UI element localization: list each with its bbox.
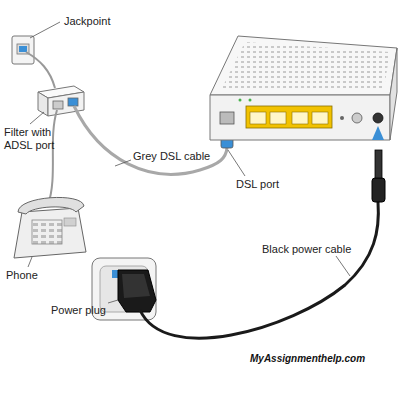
part-label: Jackpoint <box>64 15 110 28</box>
cable-label: Black power cable <box>262 243 351 256</box>
part-label: Filter with ADSL port <box>4 126 66 152</box>
phone-cable <box>48 110 57 205</box>
power-connector <box>372 178 385 202</box>
part-label: DSL port <box>236 178 279 191</box>
dsl-cable <box>74 106 227 174</box>
jackpoint <box>12 36 34 64</box>
phone <box>14 197 86 258</box>
leader-lines <box>28 22 350 303</box>
router <box>210 36 397 140</box>
jack-cable <box>26 52 55 88</box>
watermark: MyAssignmenthelp.com <box>250 352 365 365</box>
insert-arrow <box>372 126 384 140</box>
power-connector-tip <box>375 150 382 178</box>
power-cable <box>140 202 378 338</box>
part-label: Power plug <box>51 304 106 317</box>
part-label: Phone <box>6 269 38 282</box>
cable-label: Grey DSL cable <box>133 150 210 163</box>
